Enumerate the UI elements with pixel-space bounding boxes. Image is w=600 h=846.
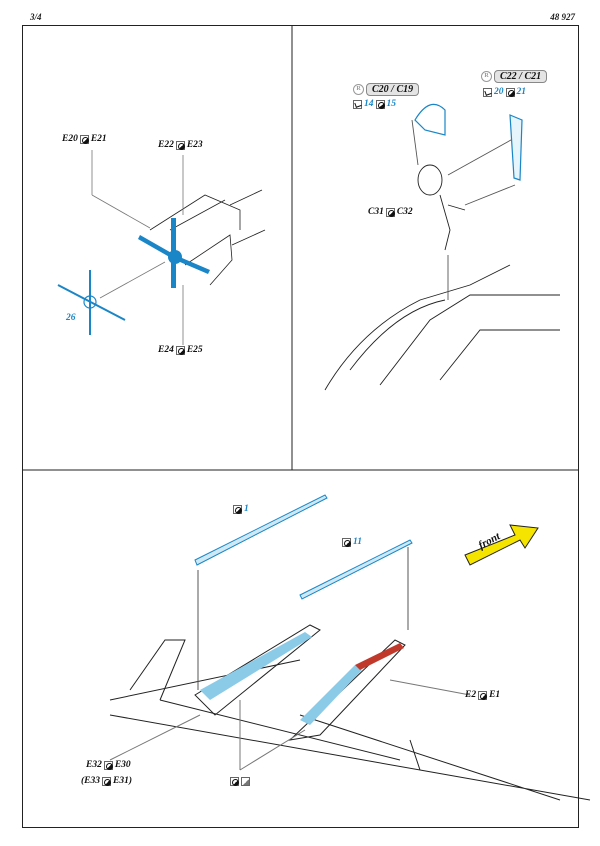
fold-icon <box>103 760 113 770</box>
fold-icon <box>233 504 242 514</box>
fold-icon <box>375 99 385 109</box>
fold-icon <box>342 537 351 547</box>
option-badge-icon: R <box>481 71 492 82</box>
fold-icon <box>79 134 89 144</box>
radiator-assembly <box>91 150 266 345</box>
pylon-red <box>355 643 404 670</box>
fold-icon <box>230 777 239 786</box>
option-badge-icon: R <box>353 84 364 95</box>
fold-icon <box>175 140 185 150</box>
fold-icon <box>102 776 111 786</box>
fold-icon <box>478 690 488 700</box>
bend-icon <box>483 87 492 97</box>
part-c20 <box>414 103 446 136</box>
part-26 <box>57 270 126 335</box>
fold-icon <box>505 87 515 97</box>
kit-number: 48 927 <box>550 12 575 22</box>
front-arrow-shape <box>464 524 539 566</box>
seat-assembly <box>324 119 560 391</box>
sheet-frame <box>22 25 579 828</box>
part-1 <box>194 494 328 566</box>
fold-paint-icons <box>230 777 250 786</box>
paint-icon <box>241 777 250 786</box>
part-c22 <box>509 114 523 181</box>
label-part-26: 26 <box>66 313 76 323</box>
label-part-11: 11 <box>342 537 362 547</box>
label-part-1: 1 <box>233 504 249 514</box>
part-11 <box>299 539 413 600</box>
fold-icon <box>175 345 185 355</box>
bend-icon <box>353 99 362 109</box>
part-e-cross <box>138 218 210 288</box>
fold-icon <box>385 207 395 217</box>
wing-drawing <box>109 547 591 801</box>
pylon-blue-2 <box>300 665 362 725</box>
pylon-blue <box>200 632 312 700</box>
page-number: 3/4 <box>30 12 42 22</box>
